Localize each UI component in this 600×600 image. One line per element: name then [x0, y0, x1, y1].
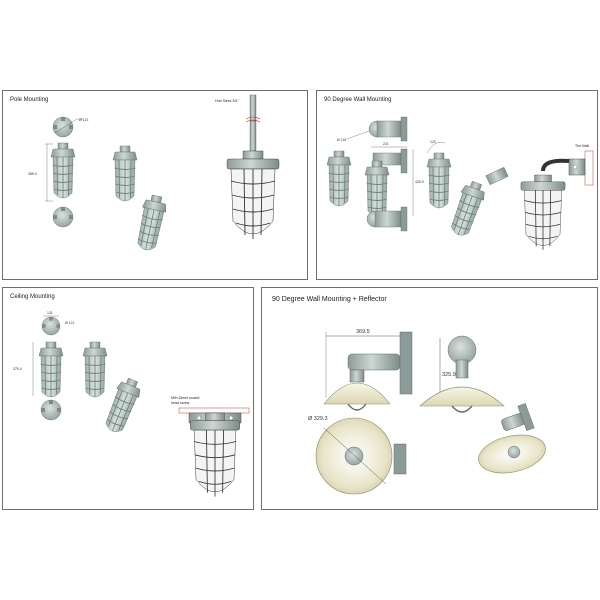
panel-title: 90 Degree Wall Mounting + Reflector — [272, 296, 387, 303]
reflector-mounting-drawing: 369.5 325.9 Ø 329.3 — [308, 329, 546, 495]
ceiling-mounting-drawing: 131 Ø 121 375.4 M5×15mm socket head scre… — [13, 311, 250, 498]
height-label: 325.9 — [442, 372, 456, 378]
bottom-view — [52, 206, 74, 228]
wall-mounting-drawing: Ø 118 221 425.9 120 — [326, 116, 594, 251]
height-label: 425.9 — [415, 180, 424, 184]
side-view-elbow — [347, 331, 413, 395]
height-label: 375.4 — [13, 367, 22, 371]
side-view-fixture — [50, 142, 76, 199]
top-view — [52, 116, 83, 138]
perspective-view-assembly — [478, 403, 546, 474]
ceiling-mounting-panel: Ceiling Mounting 131 Ø 121 375.4 M5×15mm… — [2, 287, 254, 510]
rear-view-fixture — [82, 341, 108, 398]
elbow-bottom-view — [366, 206, 408, 232]
pole-mounted-fixture — [226, 150, 280, 240]
screw-note: M5×15mm socket — [171, 396, 199, 400]
panel-title: Ceiling Mounting — [10, 294, 55, 300]
side-view-fixture — [38, 341, 64, 398]
screw-note-2: head screw — [171, 401, 190, 405]
pole-mounting-panel: Pole Mounting Ø 121 385.4 Hub Sizes 3/4" — [2, 90, 308, 280]
angle-label: 120 — [430, 140, 436, 144]
rear-view-fixture — [112, 145, 138, 202]
panel-title: 90 Degree Wall Mounting — [324, 97, 392, 103]
ceiling-mounted-fixture — [189, 412, 241, 498]
top-width-label: 131 — [47, 311, 53, 315]
tilted-view-fixture — [446, 166, 509, 240]
side-view-reflector — [323, 382, 391, 405]
diameter-label: Ø 329.3 — [308, 416, 328, 422]
bottom-view-reflector — [315, 417, 407, 495]
tilted-view-fixture — [100, 375, 145, 436]
diameter-label: Ø 121 — [65, 321, 75, 325]
reflector-mounting-panel: 90 Degree Wall Mounting + Reflector 369.… — [261, 287, 598, 510]
pole-mounting-drawing: Ø 121 385.4 Hub Sizes 3/4" — [28, 94, 280, 253]
rear-view-assembly — [419, 335, 505, 413]
tilted-view-fixture — [133, 193, 170, 253]
angled-view-fixture — [426, 152, 452, 209]
wall-mounting-panel: 90 Degree Wall Mounting Ø 118 221 425.9 … — [316, 90, 598, 280]
pole — [245, 94, 261, 152]
elbow-top-view — [368, 116, 408, 142]
diameter-label: Ø 121 — [79, 118, 89, 122]
hub-size-note: Hub Sizes 3/4" — [215, 99, 239, 103]
height-label: 385.4 — [28, 172, 37, 176]
wall-note: The Wall — [575, 144, 589, 148]
bottom-view — [40, 399, 62, 421]
diameter-label: Ø 118 — [337, 138, 346, 142]
width-label: 369.5 — [356, 329, 370, 335]
width-label: 221 — [383, 142, 389, 146]
front-view-fixture — [326, 150, 352, 207]
wall-mounted-fixture — [520, 174, 566, 251]
panel-title: Pole Mounting — [10, 97, 49, 103]
wall-plate — [568, 150, 594, 186]
top-view — [41, 316, 61, 336]
